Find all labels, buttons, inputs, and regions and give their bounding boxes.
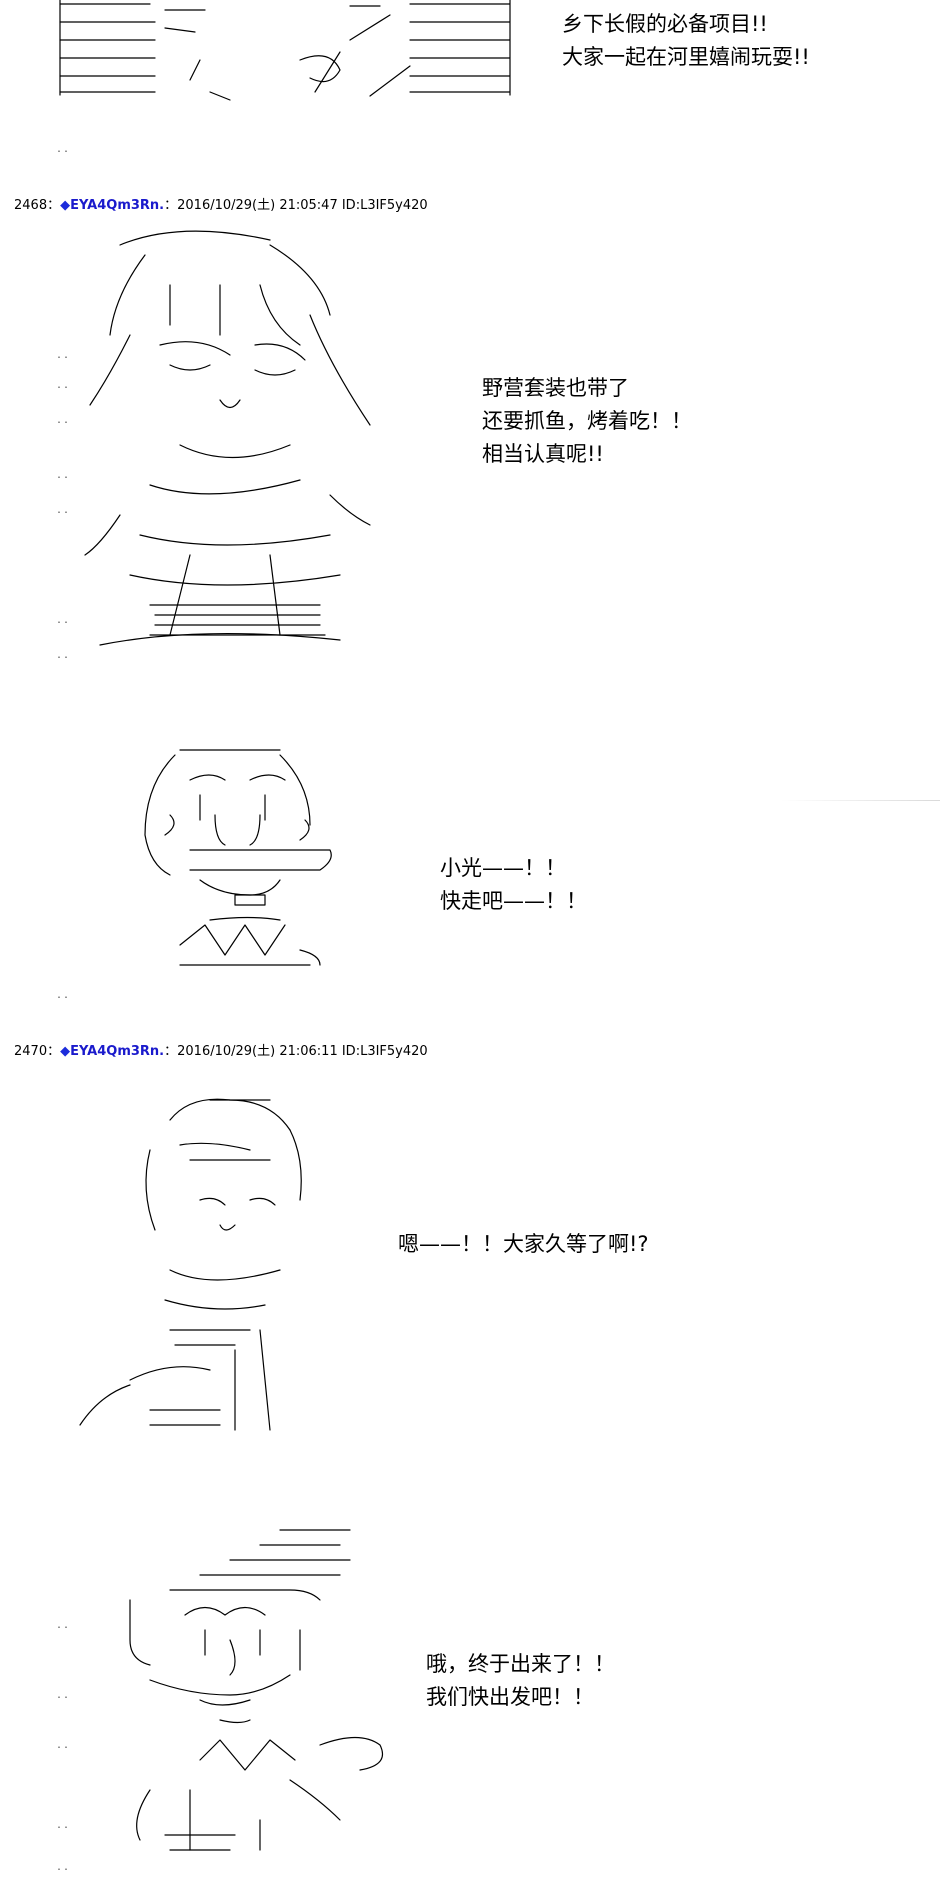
post-header-2468: 2468：◆EYA4Qm3Rn.：2016/10/29(土) 21:05:47 … <box>14 198 428 213</box>
dialog-wait: 嗯——！！大家久等了啊!? <box>398 1228 649 1261</box>
ascii-art-girl-waiting <box>79 1098 302 1431</box>
separator-dots: .. <box>56 1862 71 1873</box>
dialog-line: 哦，终于出来了！！ <box>426 1652 615 1676</box>
separator-dots: .. <box>56 144 71 155</box>
post-header-2470: 2470：◆EYA4Qm3Rn.：2016/10/29(土) 21:06:11 … <box>14 1044 428 1059</box>
margin-dots: .. <box>56 1690 71 1701</box>
trip-diamond-icon: ◆ <box>60 198 71 213</box>
margin-dots: .. <box>56 415 71 426</box>
margin-dots: .. <box>56 350 71 361</box>
ascii-art-boy-calling <box>144 749 332 966</box>
trip-diamond-icon: ◆ <box>60 1044 71 1059</box>
margin-dots: .. <box>56 505 71 516</box>
dialog-line: 小光——！！ <box>440 856 566 880</box>
margin-dots: .. <box>56 380 71 391</box>
post-datetime-id: ：2016/10/29(土) 21:05:47 ID:L3IF5y420 <box>164 198 428 213</box>
post-number: 2468 <box>14 198 48 213</box>
dialog-line: 还要抓鱼，烤着吃！！ <box>482 409 692 433</box>
dialog-line: 嗯——！！大家久等了啊!? <box>398 1232 649 1256</box>
margin-dots: .. <box>56 1620 71 1631</box>
ascii-art-boy-cheering <box>129 1529 384 1851</box>
ascii-art-camping-girl <box>84 230 371 646</box>
margin-dots: .. <box>56 650 71 661</box>
margin-dots: .. <box>56 470 71 481</box>
dialog-hikaru: 小光——！！ 快走吧——！！ <box>440 852 587 918</box>
poster-trip[interactable]: EYA4Qm3Rn. <box>70 1044 165 1059</box>
dialog-line: 野营套装也带了 <box>482 376 629 400</box>
margin-dots: .. <box>56 615 71 626</box>
margin-dots: .. <box>56 1820 71 1831</box>
dialog-top: 乡下长假的必备项目!! 大家一起在河里嬉闹玩耍!! <box>562 8 810 74</box>
dialog-line: 我们快出发吧！！ <box>426 1685 594 1709</box>
separator-dots: .. <box>56 990 71 1001</box>
faint-divider <box>780 800 940 801</box>
poster-trip[interactable]: EYA4Qm3Rn. <box>70 198 165 213</box>
dialog-line: 大家一起在河里嬉闹玩耍!! <box>562 45 810 69</box>
dialog-line: 快走吧——！！ <box>440 889 587 913</box>
dialog-finally: 哦，终于出来了！！ 我们快出发吧！！ <box>426 1648 615 1714</box>
post-number: 2470 <box>14 1044 48 1059</box>
ascii-art-top-scene <box>59 0 511 101</box>
post-datetime-id: ：2016/10/29(土) 21:06:11 ID:L3IF5y420 <box>164 1044 428 1059</box>
dialog-camp: 野营套装也带了 还要抓鱼，烤着吃！！ 相当认真呢!! <box>482 372 692 471</box>
margin-dots: .. <box>56 1740 71 1751</box>
dialog-line: 相当认真呢!! <box>482 442 604 466</box>
dialog-line: 乡下长假的必备项目!! <box>562 12 768 36</box>
